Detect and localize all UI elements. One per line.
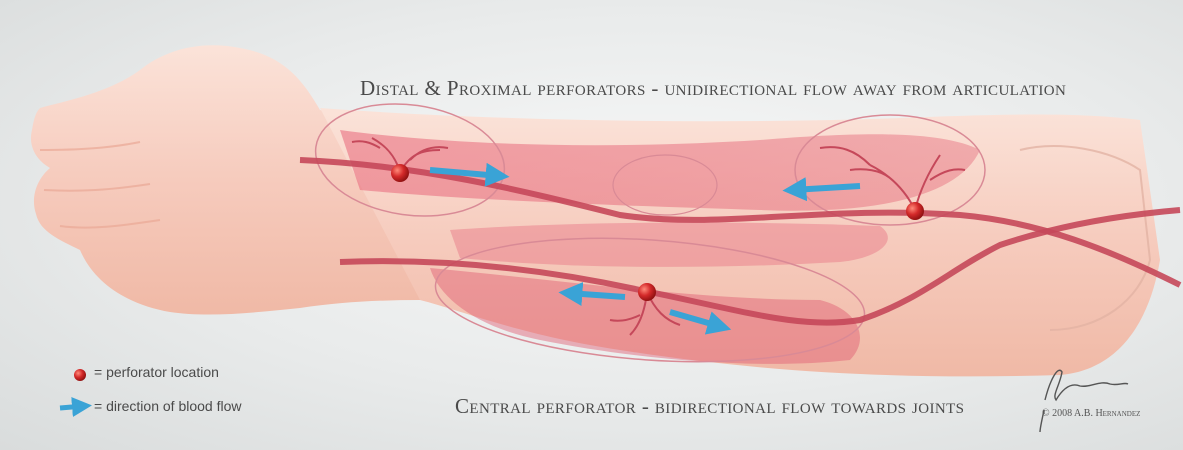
legend-flow-label: = direction of blood flow: [94, 398, 241, 414]
distal-perforator-dot: [391, 164, 409, 182]
central-perforator-dot: [638, 283, 656, 301]
legend-flow-arrow-icon: [60, 406, 84, 408]
top-caption: Distal & Proximal perforators - unidirec…: [360, 76, 1066, 101]
proximal-perforator-dot: [906, 202, 924, 220]
central-flow-arrow-distal: [568, 293, 625, 297]
legend-perforator-label: = perforator location: [94, 364, 219, 380]
legend-perforator-icon: [74, 369, 86, 381]
artist-signature: [1040, 370, 1128, 432]
copyright-notice: © 2008 A.B. Hernandez: [1042, 408, 1140, 419]
proximal-flow-arrow: [792, 186, 860, 190]
bottom-caption: Central perforator - bidirectional flow …: [455, 394, 964, 419]
